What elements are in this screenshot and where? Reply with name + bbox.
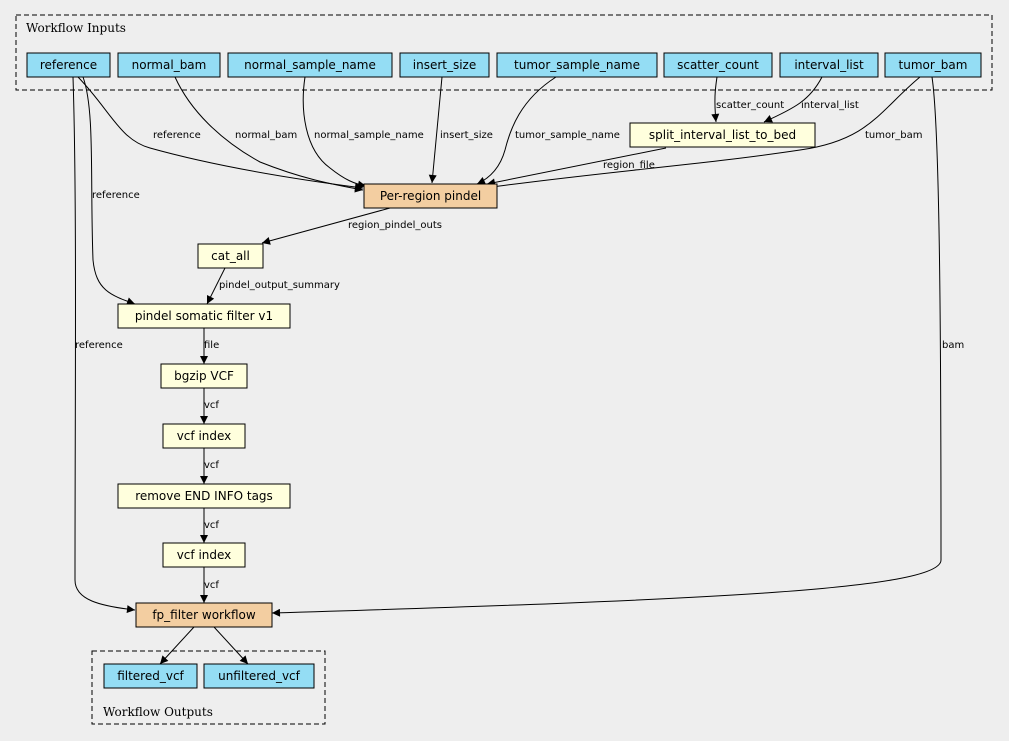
- step-node-vcf-index-1-label: vcf index: [177, 429, 232, 443]
- edge-label-vcf-4: vcf: [204, 580, 219, 591]
- step-node-split-interval-list-to-bed-label: split_interval_list_to_bed: [649, 128, 796, 142]
- input-node-normal-bam-label: normal_bam: [132, 58, 207, 72]
- input-node-tumor-bam-label: tumor_bam: [899, 58, 968, 72]
- subworkflow-node-fp-filter-label: fp_filter workflow: [152, 608, 256, 622]
- edge-reference-to-pindel: [77, 76, 364, 191]
- edge-fp-filter-to-filtered-vcf: [159, 626, 195, 665]
- edge-interval-list-to-split: [763, 76, 823, 123]
- input-node-normal-sample-name[interactable]: normal_sample_name: [227, 52, 393, 78]
- edge-label-insert-size: insert_size: [440, 130, 493, 141]
- input-node-insert-size-label: insert_size: [413, 58, 476, 72]
- step-node-remove-end-info-tags-label: remove END INFO tags: [135, 489, 273, 503]
- edge-label-region-pindel-outs: region_pindel_outs: [348, 220, 442, 231]
- edge-label-vcf-1: vcf: [204, 400, 219, 411]
- workflow-inputs-label: Workflow Inputs: [26, 21, 126, 35]
- edges: [72, 76, 942, 665]
- workflow-outputs-cluster: Workflow Outputs: [91, 650, 326, 725]
- edge-fp-filter-to-unfiltered-vcf: [213, 626, 249, 665]
- edge-label-vcf-2: vcf: [204, 460, 219, 471]
- workflow-outputs-label: Workflow Outputs: [103, 705, 213, 719]
- edge-normal-sample-name-to-pindel: [302, 76, 367, 189]
- edge-labels: reference normal_bam normal_sample_name …: [75, 100, 964, 591]
- edge-tumor-bam-to-pindel: [484, 76, 921, 191]
- step-node-bgzip-vcf[interactable]: bgzip VCF: [160, 363, 248, 389]
- edge-label-normal-bam: normal_bam: [235, 130, 297, 141]
- input-node-scatter-count[interactable]: scatter_count: [663, 52, 773, 78]
- edge-reference-to-somatic-filter: [82, 76, 136, 306]
- edge-label-reference-1: reference: [153, 130, 201, 141]
- input-node-interval-list[interactable]: interval_list: [779, 52, 879, 78]
- edge-label-scatter-count: scatter_count: [716, 100, 784, 111]
- edge-scatter-count-to-split: [711, 76, 720, 123]
- step-node-vcf-index-2[interactable]: vcf index: [162, 542, 246, 568]
- edge-label-bam: bam: [942, 340, 964, 351]
- edge-label-tumor-sample-name: tumor_sample_name: [515, 130, 620, 141]
- edge-label-interval-list: interval_list: [801, 100, 859, 111]
- input-node-tumor-sample-name-label: tumor_sample_name: [514, 58, 640, 72]
- edge-label-file: file: [204, 340, 219, 351]
- output-node-unfiltered-vcf-label: unfiltered_vcf: [218, 669, 301, 683]
- edge-label-tumor-bam: tumor_bam: [865, 130, 922, 141]
- subworkflow-node-fp-filter[interactable]: fp_filter workflow: [135, 602, 273, 628]
- input-node-insert-size[interactable]: insert_size: [399, 52, 490, 78]
- input-node-reference[interactable]: reference: [26, 52, 111, 78]
- edge-label-reference-3: reference: [75, 340, 123, 351]
- input-node-scatter-count-label: scatter_count: [677, 58, 759, 72]
- step-node-pindel-somatic-filter[interactable]: pindel somatic filter v1: [117, 303, 291, 329]
- step-node-split-interval-list-to-bed[interactable]: split_interval_list_to_bed: [629, 122, 816, 148]
- input-node-reference-label: reference: [40, 58, 97, 72]
- input-node-interval-list-label: interval_list: [794, 58, 864, 72]
- input-node-tumor-sample-name[interactable]: tumor_sample_name: [496, 52, 658, 78]
- input-node-normal-bam[interactable]: normal_bam: [117, 52, 221, 78]
- edge-label-region-file: region_file: [603, 160, 655, 171]
- edge-label-normal-sample-name: normal_sample_name: [314, 130, 424, 141]
- input-node-tumor-bam[interactable]: tumor_bam: [884, 52, 982, 78]
- edge-reference-to-fp-filter: [72, 76, 136, 614]
- subworkflow-node-per-region-pindel[interactable]: Per-region pindel: [363, 183, 498, 209]
- edge-cat-to-somatic-filter: [206, 267, 226, 305]
- edge-tumor-bam-to-fp-filter: [271, 76, 942, 617]
- output-node-filtered-vcf-label: filtered_vcf: [117, 669, 184, 683]
- edge-normal-bam-to-pindel: [174, 76, 364, 193]
- output-node-unfiltered-vcf[interactable]: unfiltered_vcf: [203, 663, 315, 689]
- edge-label-pindel-output-summary: pindel_output_summary: [219, 280, 340, 291]
- step-node-bgzip-vcf-label: bgzip VCF: [174, 369, 234, 383]
- step-node-vcf-index-2-label: vcf index: [177, 548, 232, 562]
- edge-label-vcf-3: vcf: [204, 520, 219, 531]
- step-node-pindel-somatic-filter-label: pindel somatic filter v1: [135, 309, 273, 323]
- edge-pindel-to-cat: [261, 207, 391, 245]
- step-node-cat-all-label: cat_all: [211, 249, 250, 263]
- edge-label-reference-2: reference: [92, 190, 140, 201]
- edge-split-to-pindel: [486, 147, 667, 187]
- subworkflow-node-per-region-pindel-label: Per-region pindel: [380, 189, 481, 203]
- edge-insert-size-to-pindel: [428, 76, 443, 184]
- input-node-normal-sample-name-label: normal_sample_name: [244, 58, 376, 72]
- workflow-inputs-cluster: Workflow Inputs: [15, 14, 993, 91]
- step-node-remove-end-info-tags[interactable]: remove END INFO tags: [117, 483, 291, 509]
- edge-tumor-sample-name-to-pindel: [476, 76, 557, 185]
- step-node-cat-all[interactable]: cat_all: [197, 243, 264, 269]
- output-node-filtered-vcf[interactable]: filtered_vcf: [103, 663, 198, 689]
- step-node-vcf-index-1[interactable]: vcf index: [162, 423, 246, 449]
